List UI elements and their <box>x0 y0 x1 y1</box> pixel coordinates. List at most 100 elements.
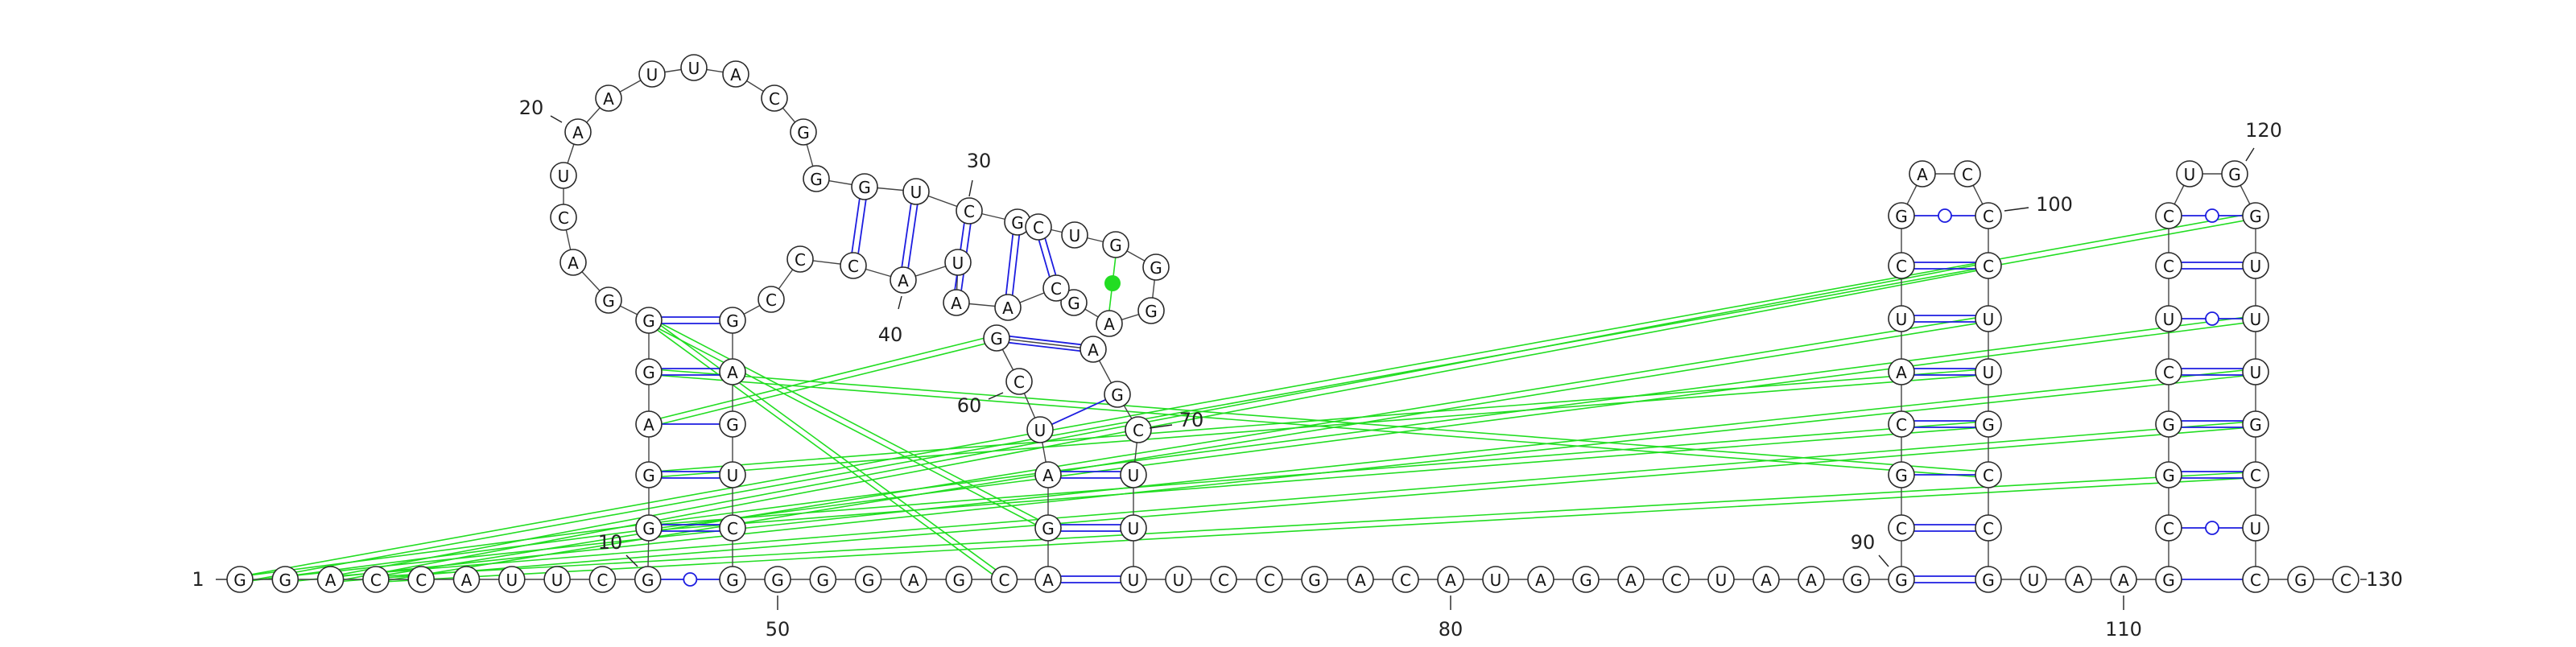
nucleotide: A <box>719 358 746 385</box>
nucleotide: G <box>635 461 663 488</box>
nucleotide: C <box>407 566 436 593</box>
nucleotide-letter: C <box>1983 207 1994 226</box>
tertiary-interaction-line <box>649 426 1989 532</box>
nucleotide-circle <box>1005 368 1033 395</box>
gu-wobble-pair <box>1914 208 1975 223</box>
nucleotide: C <box>990 566 1018 593</box>
nucleotide: G <box>1104 381 1131 408</box>
index-tick <box>898 295 902 310</box>
nucleotide-letter: A <box>1088 340 1099 360</box>
gu-wobble-symbol <box>2205 208 2219 223</box>
nucleotide: G <box>226 566 254 593</box>
nucleotide-circle <box>719 461 746 488</box>
nucleotide-circle <box>1954 160 1981 188</box>
nucleotide-letter: C <box>1400 571 1411 590</box>
backbone-segment <box>996 337 1094 350</box>
index-label: 70 <box>1149 409 1204 431</box>
nucleotide: C <box>719 514 746 542</box>
tertiary-interaction-line <box>649 340 998 428</box>
index-number: 70 <box>1179 409 1204 431</box>
nucleotide-circle <box>1042 274 1070 302</box>
nucleotide: A <box>2065 566 2092 593</box>
nucleotide: G <box>1975 410 2002 438</box>
nucleotide-circle <box>1034 514 1062 542</box>
nucleotide: A <box>943 289 970 316</box>
nucleotide: U <box>1165 566 1192 593</box>
nucleotide: G <box>634 566 662 593</box>
index-tick <box>2004 207 2029 212</box>
nucleotide-circle <box>1096 310 1123 337</box>
tertiary-interaction-line <box>239 212 2256 578</box>
nucleotide-letter: A <box>1806 571 1817 590</box>
index-tick <box>550 115 563 123</box>
nucleotide-circle <box>900 566 927 593</box>
nucleotide: G <box>1888 202 1915 229</box>
index-number: 130 <box>2366 568 2403 591</box>
nucleotide: A <box>1617 566 1645 593</box>
nucleotide-circle <box>595 286 622 314</box>
nucleotide-circle <box>1975 202 2002 229</box>
nucleotide-letter: G <box>1150 258 1162 278</box>
nucleotide-circle <box>635 358 663 385</box>
nucleotide-letter: G <box>1109 236 1122 255</box>
tertiary-interaction-line <box>331 267 1989 583</box>
nucleotide-letter: A <box>603 89 614 109</box>
nucleotide-circle <box>595 84 622 112</box>
nucleotide-letter: U <box>2028 571 2040 590</box>
base-pair <box>851 199 867 253</box>
nucleotide: C <box>1256 566 1283 593</box>
nucleotide-circle <box>790 118 817 146</box>
nucleotide: G <box>1034 514 1062 542</box>
nucleotide: A <box>1034 461 1062 488</box>
nucleotide-circle <box>983 324 1010 352</box>
nucleotide-circle <box>1080 336 1107 363</box>
nucleotide: A <box>452 566 481 593</box>
index-number: 120 <box>2245 119 2282 142</box>
nucleotide-letter: A <box>898 271 909 291</box>
nucleotide-letter: C <box>848 257 859 276</box>
nucleotide-circle <box>1125 416 1152 443</box>
nucleotide: U <box>2242 252 2269 279</box>
nucleotide: G <box>790 118 817 146</box>
nucleotide-letter: U <box>2250 519 2262 538</box>
nucleotide-letter: G <box>2162 466 2175 485</box>
nucleotide-letter: C <box>1983 519 1994 538</box>
nucleotide-letter: A <box>727 363 738 382</box>
nucleotide-letter: G <box>797 123 810 142</box>
nucleotide-letter: A <box>568 253 579 273</box>
nucleotide-letter: U <box>2250 257 2262 276</box>
nucleotide: U <box>719 461 746 488</box>
base-pair <box>1005 234 1021 295</box>
nucleotide: A <box>890 266 917 294</box>
nucleotide-circle <box>851 173 878 200</box>
nucleotide-letter: C <box>1896 519 1907 538</box>
nucleotide-circle <box>803 165 830 192</box>
nucleotide: C <box>840 252 867 279</box>
nucleotide: A <box>1909 160 1936 188</box>
nucleotide-letter: C <box>769 89 780 109</box>
nucleotide-circle <box>902 178 930 205</box>
nucleotide-circle <box>1572 566 1600 593</box>
nucleotide: G <box>635 514 663 542</box>
nucleotide: G <box>1888 566 1915 593</box>
nucleotide-circle <box>1061 221 1088 249</box>
nucleotide-letter: A <box>1042 571 1054 590</box>
nucleotide: G <box>1843 566 1870 593</box>
backbone-layer <box>240 67 2346 580</box>
nucleotide-circle <box>2020 566 2047 593</box>
nucleotide: U <box>902 178 930 205</box>
nucleotide-letter: C <box>964 202 975 221</box>
nucleotide-letter: A <box>572 123 584 142</box>
nucleotide-letter: U <box>1128 519 1140 538</box>
nucleotide: C <box>2155 358 2182 385</box>
base-pair <box>2182 368 2243 376</box>
nucleotide-letter: G <box>2162 415 2175 435</box>
nucleotide-letter: U <box>2250 363 2262 382</box>
nucleotide-circle <box>2155 566 2182 593</box>
nucleotide: U <box>2242 514 2269 542</box>
nucleotide-letter: C <box>2163 257 2174 276</box>
tertiary-interaction-line <box>650 317 1050 526</box>
nucleotide-letter: A <box>2073 571 2084 590</box>
nucleotide-letter: A <box>1042 466 1054 485</box>
nucleotide-letter: U <box>1715 571 1728 590</box>
